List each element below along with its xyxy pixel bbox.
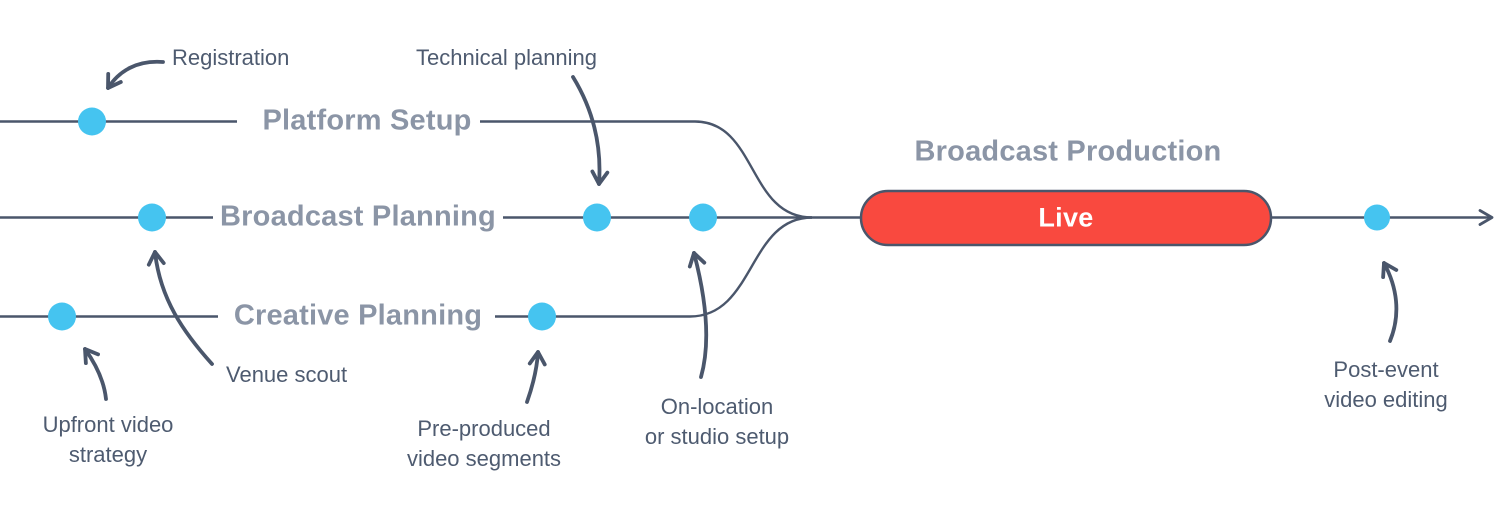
annotation-technical-planning: Technical planning <box>416 45 598 70</box>
annotation-upfront-line1: Upfront video <box>42 412 174 437</box>
postevent-arrow-icon <box>1381 261 1399 343</box>
dot-technical-planning <box>583 203 611 232</box>
row-label-platform-setup: Platform Setup <box>262 104 472 137</box>
annotation-arrows <box>83 59 1399 404</box>
annotation-preproduced-line1: Pre-produced <box>417 416 551 441</box>
annotation-onlocation-studio-setup: On-location or studio setup <box>645 392 789 452</box>
milestone-dots <box>48 107 1390 331</box>
row-label-creative-planning: Creative Planning <box>233 299 483 332</box>
upfront-video-arrow-icon <box>83 347 108 401</box>
platform-rail-merge-curve <box>480 120 813 219</box>
dot-upfront-video <box>48 302 76 331</box>
creative-rail-merge-curve <box>495 216 813 318</box>
dot-venue-scout <box>138 203 166 232</box>
venue-scout-arrow-icon <box>146 250 214 366</box>
annotation-preproduced-line2: video segments <box>406 446 562 471</box>
dot-preproduced-video <box>528 302 556 331</box>
dot-postevent-editing <box>1364 204 1390 231</box>
annotation-onlocation-line1: On-location <box>660 394 774 419</box>
live-pill-label: Live <box>1038 202 1094 233</box>
annotation-postevent-video-editing: Post-event video editing <box>1324 355 1448 415</box>
section-title-broadcast-production: Broadcast Production <box>914 135 1222 168</box>
annotation-registration: Registration <box>172 45 290 70</box>
annotation-onlocation-line2: or studio setup <box>644 424 790 449</box>
row-label-broadcast-planning: Broadcast Planning <box>220 200 496 233</box>
annotation-upfront-line2: strategy <box>68 442 148 467</box>
dot-registration <box>78 107 106 136</box>
annotation-venue-scout: Venue scout <box>226 362 348 387</box>
annotation-postevent-line1: Post-event <box>1333 357 1439 382</box>
dot-onlocation-setup <box>689 203 717 232</box>
registration-arrow-icon <box>106 59 165 90</box>
live-pill <box>859 189 1273 247</box>
preproduced-arrow-icon <box>525 350 547 404</box>
onlocation-arrow-icon <box>687 251 709 379</box>
annotation-preproduced-video-segments: Pre-produced video segments <box>407 414 561 474</box>
technical-planning-arrow-icon <box>571 75 610 186</box>
annotation-upfront-video-strategy: Upfront video strategy <box>43 410 174 470</box>
annotation-postevent-line2: video editing <box>1324 387 1448 412</box>
